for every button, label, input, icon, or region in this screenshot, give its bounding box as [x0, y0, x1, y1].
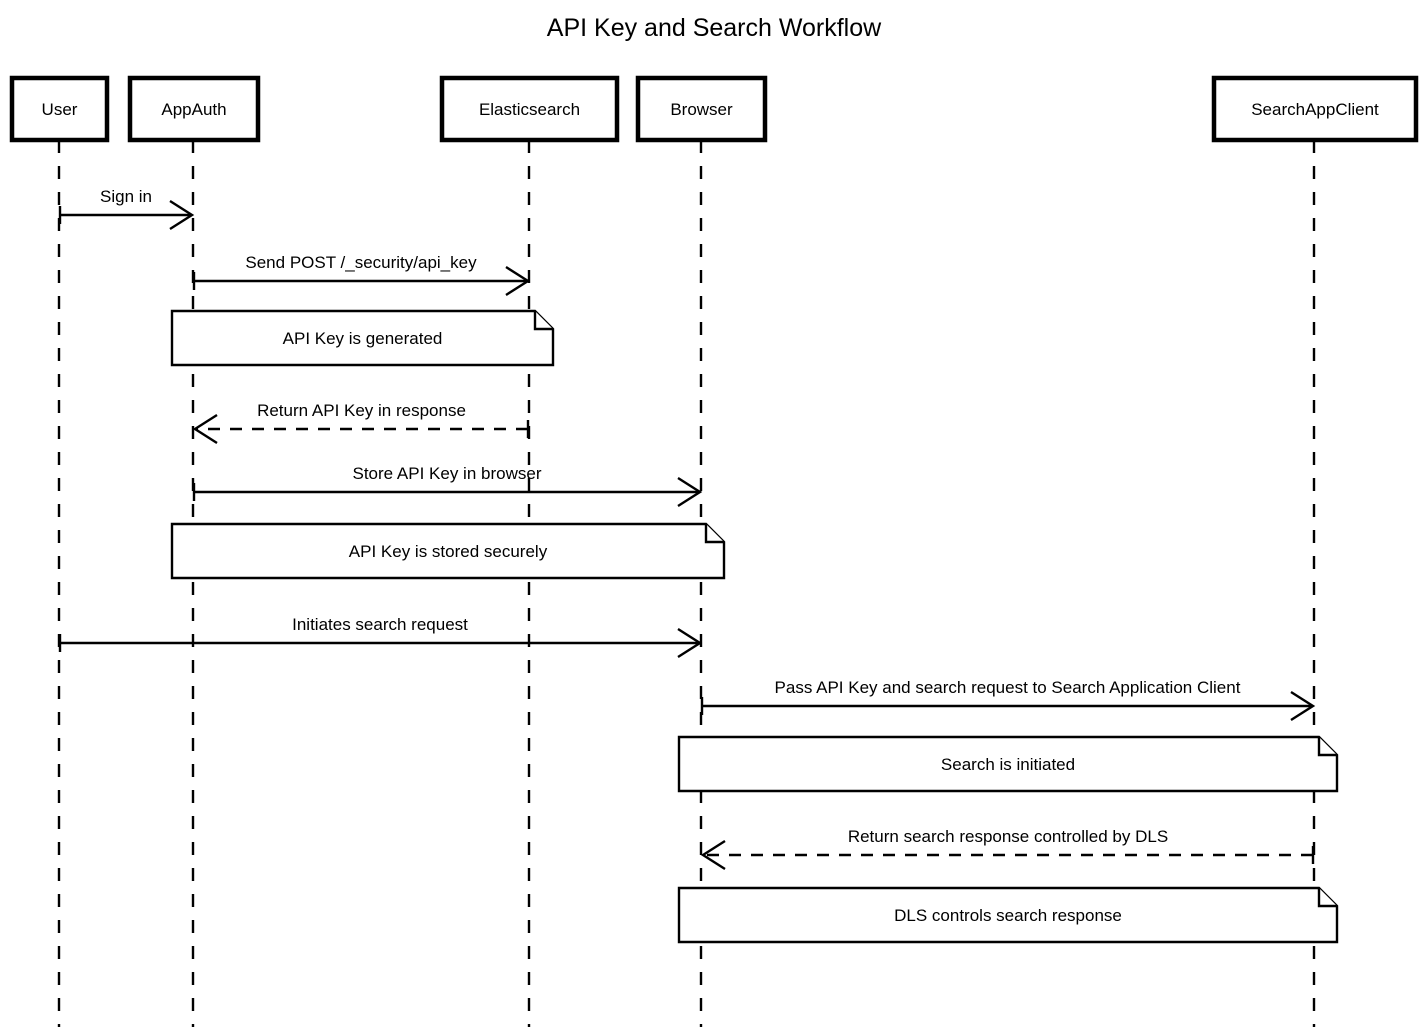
page-title: API Key and Search Workflow [547, 14, 882, 42]
participant-box-client [1211, 75, 1419, 143]
message-label-m4: Store API Key in browser [353, 464, 542, 483]
message-arrowhead-m4 [677, 476, 703, 508]
message-m2: Send POST /_security/api_key [192, 253, 531, 297]
message-m5: Initiates search request [58, 615, 703, 659]
participant-browser[interactable]: Browser [635, 75, 768, 143]
note-n3: Search is initiated [677, 735, 1339, 793]
message-arrowhead-m6 [1290, 690, 1316, 722]
message-m1: Sign in [58, 187, 195, 231]
note-n4: DLS controls search response [677, 886, 1339, 944]
message-label-m7: Return search response controlled by DLS [848, 827, 1168, 846]
participants-layer: User AppAuth Elasticsearch Browser SearchApp… [9, 75, 1419, 143]
note-body-n4 [677, 886, 1339, 944]
message-label-m6: Pass API Key and search request to Searc… [775, 678, 1241, 697]
message-arrowhead-m2 [505, 265, 531, 297]
message-label-m1: Sign in [100, 187, 152, 206]
note-label-n3: Search is initiated [941, 755, 1075, 774]
note-label-n2: API Key is stored securely [349, 542, 548, 561]
message-arrowhead-m5 [677, 627, 703, 659]
message-label-m3: Return API Key in response [257, 401, 466, 420]
message-m6: Pass API Key and search request to Searc… [700, 678, 1316, 722]
note-body-n3 [677, 735, 1339, 793]
messages-layer: Sign in Send POST /_security/api_keyRetur… [58, 187, 1316, 871]
participant-appauth[interactable]: AppAuth [127, 75, 261, 143]
note-fold-n2 [704, 524, 724, 544]
message-label-m2: Send POST /_security/api_key [245, 253, 477, 272]
note-fold-n4 [1317, 888, 1337, 908]
message-m7: Return search response controlled by DLS [700, 827, 1315, 871]
note-fold-n1 [533, 311, 553, 331]
lifelines-layer [57, 140, 1316, 1027]
note-fold-n3 [1317, 737, 1337, 757]
participant-box-es [439, 75, 620, 143]
message-arrowhead-m3 [192, 413, 218, 445]
participant-box-appauth [127, 75, 261, 143]
participant-label-appauth: AppAuth [161, 100, 226, 119]
message-m3: Return API Key in response [192, 401, 530, 445]
message-m4: Store API Key in browser [192, 464, 703, 508]
message-arrowhead-m7 [700, 839, 726, 871]
participant-box-browser [635, 75, 768, 143]
participant-label-browser: Browser [670, 100, 733, 119]
note-n1: API Key is generated [170, 309, 555, 367]
participant-client[interactable]: SearchAppClient [1211, 75, 1419, 143]
note-label-n4: DLS controls search response [894, 906, 1122, 925]
note-body-n2 [170, 522, 726, 580]
participant-user[interactable]: User [9, 75, 110, 143]
participant-es[interactable]: Elasticsearch [439, 75, 620, 143]
participant-label-user: User [42, 100, 78, 119]
participant-label-client: SearchAppClient [1251, 100, 1379, 119]
message-label-m5: Initiates search request [292, 615, 468, 634]
message-arrowhead-m1 [169, 199, 195, 231]
participant-label-es: Elasticsearch [479, 100, 580, 119]
note-body-n1 [170, 309, 555, 367]
note-n2: API Key is stored securely [170, 522, 726, 580]
participant-box-user [9, 75, 110, 143]
note-label-n1: API Key is generated [283, 329, 443, 348]
